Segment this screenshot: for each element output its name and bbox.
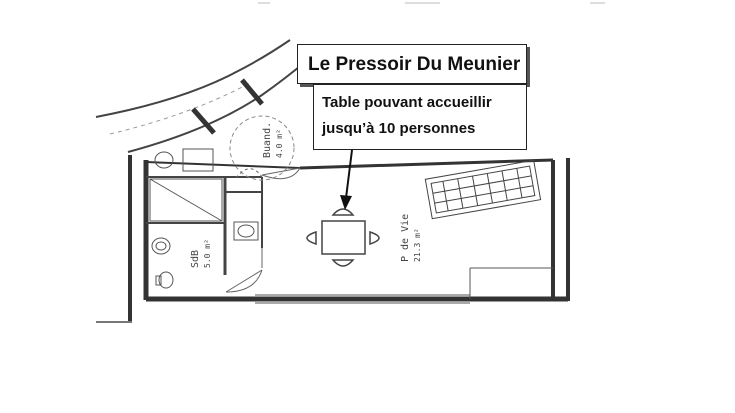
dining-table — [321, 220, 366, 255]
callout-note-line2: jusqu’à 10 personnes — [322, 120, 476, 137]
sofa — [424, 159, 542, 220]
shower — [149, 178, 223, 222]
curved-corridor — [95, 39, 306, 153]
buanderie-circle — [229, 115, 295, 181]
callout-arrow — [340, 149, 353, 210]
washbasin-icon — [233, 221, 259, 241]
sdb-area: 5.0 m² — [203, 239, 212, 268]
buanderie-area: 4.0 m² — [275, 129, 284, 158]
laundry-fixture — [154, 148, 214, 172]
room-label-piece-de-vie: P de Vie 21.3 m² — [400, 214, 422, 262]
callout-note-line1: Table pouvant accueillir — [322, 94, 492, 111]
room-label-buanderie: Buand. 4.0 m² — [262, 122, 284, 158]
buanderie-name: Buand. — [262, 122, 273, 158]
piece-de-vie-name: P de Vie — [400, 214, 411, 262]
interior-walls — [146, 176, 263, 275]
callout-note: Table pouvant accueillir jusqu’à 10 pers… — [313, 84, 527, 150]
sdb-name: SdB — [190, 250, 201, 268]
sink-icon — [151, 237, 171, 255]
callout-title: Le Pressoir Du Meunier — [297, 44, 527, 84]
room-label-sdb: SdB 5.0 m² — [190, 239, 212, 268]
doors — [225, 167, 301, 293]
chairs — [306, 208, 380, 267]
kitchen-counter — [469, 267, 553, 299]
piece-de-vie-area: 21.3 m² — [413, 228, 422, 262]
toilet-icon — [155, 271, 174, 289]
bottom-window — [255, 294, 470, 304]
outer-walls — [96, 155, 570, 323]
